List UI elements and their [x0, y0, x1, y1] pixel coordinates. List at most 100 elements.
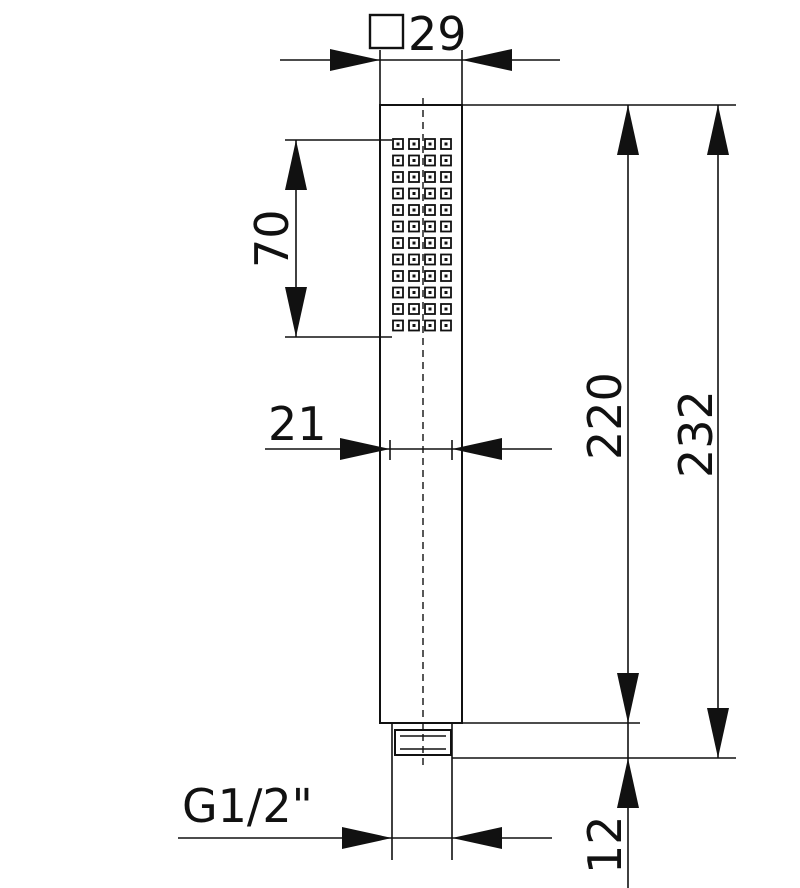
spray-nozzle-hole — [428, 274, 432, 278]
thread-connector — [391, 723, 453, 860]
spray-nozzle — [392, 204, 404, 216]
spray-nozzle — [440, 286, 452, 299]
arrow-up — [285, 140, 307, 190]
spray-nozzle-hole — [412, 307, 416, 311]
spray-nozzle-hole — [428, 175, 432, 179]
spray-nozzle-hole — [396, 307, 400, 311]
spray-nozzle-hole — [396, 274, 400, 278]
spray-nozzle — [440, 204, 452, 216]
spray-nozzle — [424, 286, 436, 299]
spray-nozzle-hole — [444, 307, 448, 311]
spray-nozzle-hole — [412, 274, 416, 278]
spray-nozzle — [408, 303, 420, 315]
spray-nozzle-hole — [412, 208, 416, 212]
spray-nozzle — [424, 138, 436, 150]
spray-nozzle-hole — [412, 241, 416, 245]
spray-nozzle-hole — [444, 225, 448, 228]
spray-nozzle-grid — [392, 138, 452, 332]
spray-nozzle-hole — [428, 142, 432, 146]
spray-nozzle-hole — [412, 291, 416, 294]
spray-nozzle-hole — [444, 192, 448, 195]
spray-nozzle — [392, 138, 404, 150]
spray-nozzle — [392, 286, 404, 299]
spray-nozzle-hole — [396, 241, 400, 245]
spray-nozzle-hole — [444, 291, 448, 294]
arrow-right — [330, 49, 380, 71]
spray-nozzle — [392, 237, 404, 249]
spray-nozzle — [392, 319, 404, 332]
spray-nozzle — [408, 237, 420, 249]
thread-label: G1/2" — [182, 779, 313, 833]
spray-nozzle — [392, 171, 404, 183]
spray-nozzle-hole — [428, 307, 432, 311]
spray-nozzle-hole — [428, 192, 432, 195]
spray-nozzle-hole — [428, 159, 432, 162]
arrow-down — [285, 287, 307, 337]
spray-nozzle — [408, 270, 420, 282]
spray-nozzle — [408, 138, 420, 150]
spray-nozzle — [408, 187, 420, 200]
spray-nozzle-hole — [444, 324, 448, 327]
arrow-down — [707, 708, 729, 758]
spray-nozzle — [424, 303, 436, 315]
arrow-left — [462, 49, 512, 71]
spray-nozzle-hole — [396, 258, 400, 261]
spray-nozzle-hole — [444, 258, 448, 261]
spray-face-label: 70 — [245, 209, 299, 268]
spray-nozzle — [392, 220, 404, 233]
spray-nozzle — [408, 319, 420, 332]
spray-nozzle — [408, 154, 420, 167]
spray-nozzle-hole — [412, 192, 416, 195]
arrow-left — [452, 827, 502, 849]
spray-nozzle-hole — [428, 225, 432, 228]
spray-nozzle — [408, 253, 420, 266]
spray-nozzle-hole — [412, 324, 416, 327]
spray-nozzle-hole — [396, 192, 400, 195]
spray-nozzle — [440, 237, 452, 249]
spray-nozzle-hole — [396, 208, 400, 212]
dimension-spray-face: 70 — [245, 139, 392, 338]
arrow-left — [452, 438, 502, 460]
spray-nozzle-hole — [396, 291, 400, 294]
arrow-up — [707, 105, 729, 155]
spray-nozzle — [408, 220, 420, 233]
spray-nozzle — [392, 270, 404, 282]
spray-nozzle-hole — [412, 159, 416, 162]
square-symbol-icon — [368, 13, 405, 50]
spray-nozzle — [440, 303, 452, 315]
spray-nozzle-hole — [428, 258, 432, 261]
spray-nozzle — [408, 171, 420, 183]
arrow-right — [340, 438, 390, 460]
spray-nozzle — [408, 286, 420, 299]
spray-nozzle-hole — [396, 142, 400, 146]
dimension-thread: G1/2" — [178, 779, 552, 849]
spray-nozzle — [424, 237, 436, 249]
spray-nozzle — [424, 220, 436, 233]
thread-length-label: 12 — [578, 815, 632, 874]
spray-nozzle — [440, 253, 452, 266]
spray-nozzle-hole — [412, 175, 416, 179]
spray-nozzle — [440, 138, 452, 150]
arrow-down — [617, 673, 639, 723]
spray-nozzle — [392, 187, 404, 200]
spray-nozzle-hole — [428, 208, 432, 212]
spray-nozzle-hole — [412, 258, 416, 261]
spray-nozzle — [424, 171, 436, 183]
handle-width-label: 21 — [268, 397, 327, 451]
spray-nozzle — [408, 204, 420, 216]
arrow-up — [617, 105, 639, 155]
spray-nozzle-hole — [444, 142, 448, 146]
spray-nozzle — [392, 154, 404, 167]
spray-nozzle — [440, 220, 452, 233]
spray-nozzle-hole — [412, 225, 416, 228]
spray-nozzle — [424, 319, 436, 332]
spray-nozzle-hole — [444, 175, 448, 179]
spray-nozzle — [424, 253, 436, 266]
spray-nozzle — [440, 171, 452, 183]
arrow-right — [342, 827, 392, 849]
square-width-label: 29 — [408, 7, 467, 61]
dimension-total-length: 232 — [452, 105, 736, 759]
spray-nozzle — [424, 154, 436, 167]
dimension-square-width: 29 — [280, 7, 560, 105]
